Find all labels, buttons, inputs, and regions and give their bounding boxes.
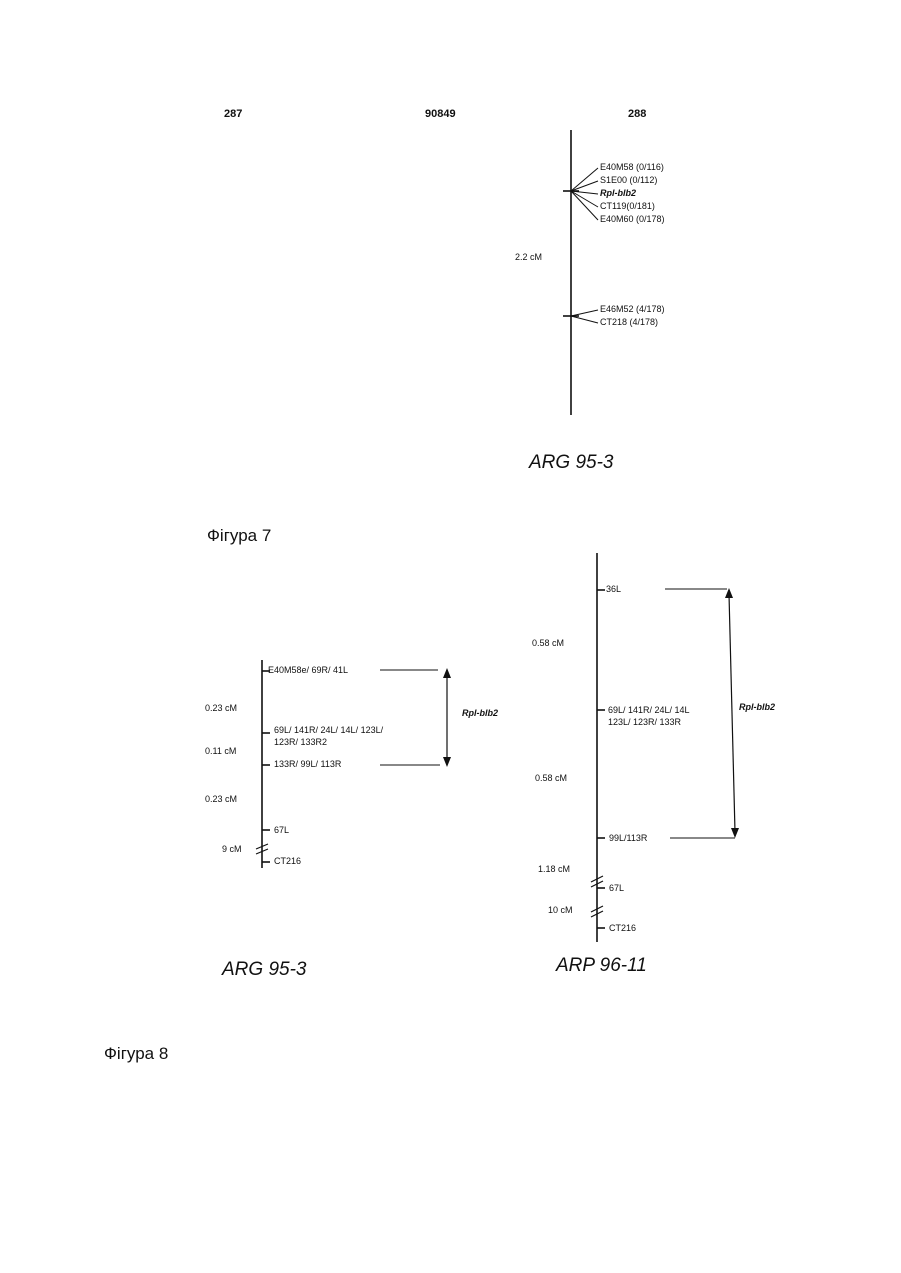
map3-caption: ARP 96-11 bbox=[556, 956, 647, 975]
map1-marker: E46M52 (4/178) bbox=[600, 305, 665, 314]
map2-marker: 123R/ 133R2 bbox=[274, 738, 327, 747]
header-col-287: 287 bbox=[224, 109, 242, 120]
map1-marker: S1E00 (0/112) bbox=[600, 176, 657, 185]
map2-marker: CT216 bbox=[274, 857, 301, 866]
map2-distance: 0.23 cM bbox=[205, 795, 237, 804]
figure-8-label: Фігура 8 bbox=[104, 1045, 168, 1062]
map2-distance: 0.11 cM bbox=[205, 747, 236, 756]
map2-marker: 67L bbox=[274, 826, 289, 835]
map2-distance: 0.23 cM bbox=[205, 704, 237, 713]
map3-interval-arrow bbox=[729, 594, 735, 832]
map3-distance: 0.58 cM bbox=[535, 774, 567, 783]
map3-marker: 36L bbox=[606, 585, 621, 594]
map1-marker: CT218 (4/178) bbox=[600, 318, 658, 327]
map1-marker: CT119(0/181) bbox=[600, 202, 655, 211]
map1-distance: 2.2 cM bbox=[515, 253, 542, 262]
map2-marker: E40M58e/ 69R/ 41L bbox=[268, 666, 348, 675]
map2-gene-label: Rpl-blb2 bbox=[462, 709, 498, 718]
map2-distance: 9 cM bbox=[222, 845, 242, 854]
header-col-90849: 90849 bbox=[425, 109, 456, 120]
header-col-288: 288 bbox=[628, 109, 646, 120]
map2-caption: ARG 95-3 bbox=[222, 960, 306, 979]
map2-marker: 133R/ 99L/ 113R bbox=[274, 760, 341, 769]
map2-marker: 69L/ 141R/ 24L/ 14L/ 123L/ bbox=[274, 726, 383, 735]
map1-marker: E40M58 (0/116) bbox=[600, 163, 664, 172]
map3-gene-label: Rpl-blb2 bbox=[739, 703, 775, 712]
map3-distance: 1.18 cM bbox=[538, 865, 570, 874]
map3-marker: 67L bbox=[609, 884, 624, 893]
map3-distance: 10 cM bbox=[548, 906, 573, 915]
map3-marker: 123L/ 123R/ 133R bbox=[608, 718, 681, 727]
map3-marker: CT216 bbox=[609, 924, 636, 933]
map3-distance: 0.58 cM bbox=[532, 639, 564, 648]
map1-gene-marker: Rpl-blb2 bbox=[600, 189, 636, 198]
map3-marker: 69L/ 141R/ 24L/ 14L bbox=[608, 706, 690, 715]
map3-marker: 99L/113R bbox=[609, 834, 647, 843]
map1-marker: E40M60 (0/178) bbox=[600, 215, 665, 224]
figure-7-label: Фігура 7 bbox=[207, 527, 271, 544]
map1-caption: ARG 95-3 bbox=[529, 453, 613, 472]
